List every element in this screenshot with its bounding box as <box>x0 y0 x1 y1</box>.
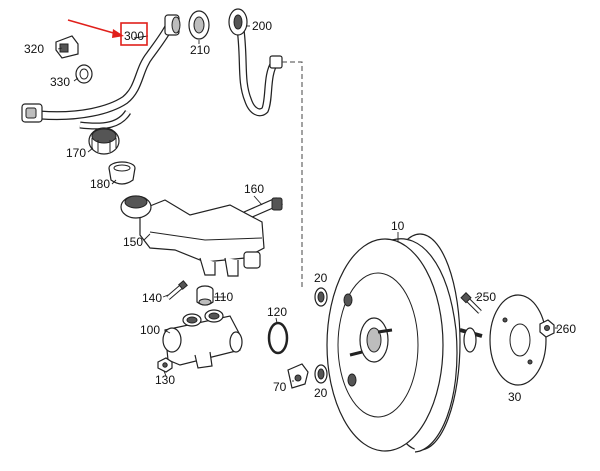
callout-300: 300 <box>124 29 144 43</box>
gasket-30 <box>489 294 547 386</box>
assembly-guide-line <box>282 61 303 288</box>
callout-20-upper: 20 <box>314 271 328 285</box>
callout-10: 10 <box>391 219 405 233</box>
callout-70: 70 <box>273 380 287 394</box>
master-cylinder-100 <box>162 309 243 369</box>
stud-250 <box>460 292 482 314</box>
callout-180: 180 <box>90 177 110 191</box>
nut-260 <box>539 319 555 338</box>
fluid-reservoir-150 <box>120 195 265 277</box>
bolt-140 <box>166 280 188 300</box>
callout-110: 110 <box>214 290 233 304</box>
strainer-180 <box>108 161 136 185</box>
clip-320 <box>55 35 79 59</box>
callout-260: 260 <box>556 322 576 336</box>
grommet-210 <box>188 10 210 40</box>
highlight-box <box>120 22 148 46</box>
callout-30: 30 <box>508 390 522 404</box>
callout-20-lower: 20 <box>314 386 328 400</box>
callout-210: 210 <box>190 43 210 57</box>
callout-100: 100 <box>140 323 160 337</box>
callout-130: 130 <box>155 373 175 387</box>
reservoir-cap-170 <box>88 127 120 155</box>
nut-130 <box>157 357 173 373</box>
leader-lines <box>57 25 558 382</box>
grommet-20-lower <box>314 364 328 384</box>
callout-120: 120 <box>267 305 287 319</box>
callout-140: 140 <box>142 291 162 305</box>
hose-clamp-330 <box>75 64 93 84</box>
vacuum-hose-300 <box>21 14 181 130</box>
o-ring-120 <box>267 321 289 355</box>
callout-labels: 300 320 330 210 200 170 180 160 150 10 2… <box>24 19 576 404</box>
grommet-20-upper <box>314 287 328 307</box>
callout-160: 160 <box>244 182 264 196</box>
vacuum-line-200 <box>228 8 283 117</box>
grommet-seal-110 <box>196 285 214 306</box>
callout-320: 320 <box>24 42 44 56</box>
callout-200: 200 <box>252 19 272 33</box>
bracket-70 <box>287 363 309 389</box>
brake-booster-10 <box>326 233 483 453</box>
callout-150: 150 <box>123 235 143 249</box>
callout-330: 330 <box>50 75 70 89</box>
callout-250: 250 <box>476 290 496 304</box>
callout-170: 170 <box>66 146 86 160</box>
highlight-annotation <box>67 19 148 46</box>
